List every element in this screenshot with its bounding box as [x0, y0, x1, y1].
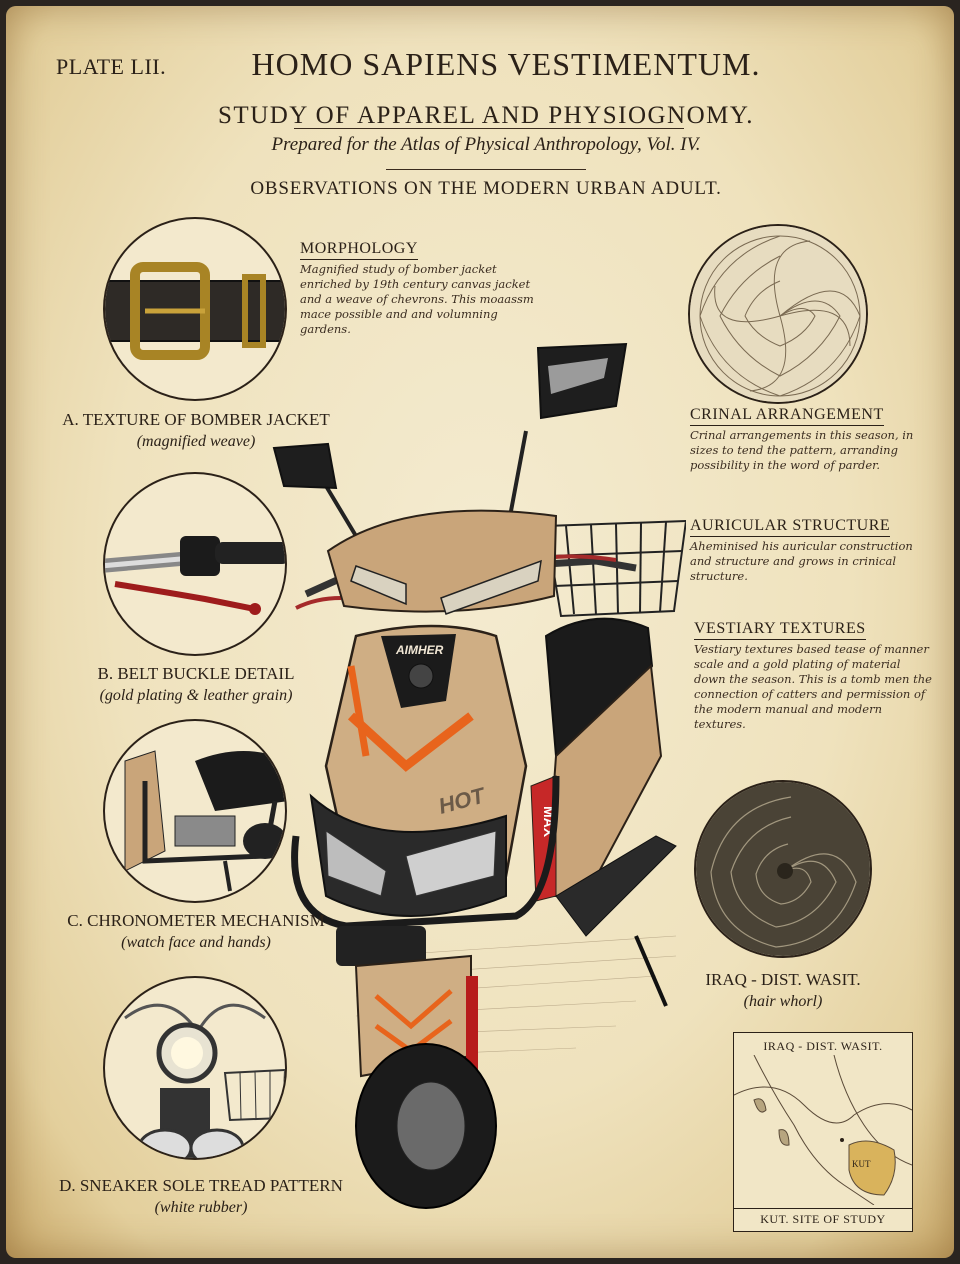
- figure-d-label: D. SNEAKER SOLE TREAD PATTERN: [59, 1176, 343, 1195]
- figure-a-sub: (magnified weave): [136, 433, 256, 450]
- subtitle-divider: [386, 169, 586, 170]
- auricular-heading: AURICULAR STRUCTURE: [690, 517, 891, 537]
- front-basket: [544, 519, 686, 618]
- morphology-body: Magnified study of bomber jacket enriche…: [300, 262, 534, 336]
- map-region-label: IRAQ - DIST. WASIT.: [763, 1039, 883, 1053]
- ignition-icon: [408, 663, 434, 689]
- hair-whorl-caption: IRAQ - DIST. WASIT. (hair whorl): [678, 970, 888, 1011]
- plate-subtitle: STUDY OF APPAREL AND PHYSIOGNOMY.: [218, 102, 754, 129]
- weave-swirl-circle: [688, 224, 868, 404]
- hair-whorl-icon: [696, 782, 870, 956]
- figure-a-circle: [103, 217, 287, 401]
- study-site-map: IRAQ - DIST. WASIT. KUT KUT. SITE OF STU…: [733, 1032, 913, 1232]
- kickstand: [634, 935, 668, 1007]
- figure-b-label: B. BELT BUCKLE DETAIL: [97, 664, 295, 683]
- title-divider: [294, 128, 684, 129]
- crinal-heading: CRINAL ARRANGEMENT: [690, 406, 884, 426]
- plate-title: HOMO SAPIENS VESTIMENTUM.: [251, 46, 761, 82]
- figure-c-caption: C. CHRONOMETER MECHANISM (watch face and…: [46, 911, 346, 952]
- mudguard-chevron: [374, 989, 453, 1030]
- plate-page: PLATE LII. HOMO SAPIENS VESTIMENTUM. STU…: [6, 6, 954, 1258]
- floorboard: [555, 835, 677, 937]
- brake-lever-left: [295, 596, 342, 610]
- figure-b-caption: B. BELT BUCKLE DETAIL (gold plating & le…: [46, 664, 346, 705]
- prepared-for-line: Prepared for the Atlas of Physical Anthr…: [271, 134, 701, 155]
- plate-number: PLATE LII.: [56, 54, 167, 79]
- figure-d-caption: D. SNEAKER SOLE TREAD PATTERN (white rub…: [46, 1176, 356, 1217]
- observations-heading: OBSERVATIONS ON THE MODERN URBAN ADULT.: [250, 178, 722, 199]
- scooter-illustration: AIMHER HOT MAX: [272, 342, 686, 1209]
- headlamp-lens-left: [325, 830, 387, 897]
- figure-a-label: A. TEXTURE OF BOMBER JACKET: [62, 410, 330, 429]
- vestiary-body: Vestiary textures based tease of manner …: [694, 642, 932, 731]
- crinal-body: Crinal arrangements in this season, in s…: [690, 428, 914, 472]
- indicator-left: [350, 565, 407, 606]
- figure-b-circle: [103, 472, 287, 656]
- hair-whorl-sub: (hair whorl): [743, 993, 823, 1010]
- map-outline-icon: [734, 1055, 912, 1205]
- guard-clamp: [336, 926, 426, 966]
- map-site-label: KUT. SITE OF STUDY: [734, 1208, 912, 1227]
- crash-guard: [291, 775, 560, 930]
- figure-c-label: C. CHRONOMETER MECHANISM: [67, 911, 325, 930]
- headlamp-lens: [405, 830, 497, 897]
- weave-texture-icon: [690, 226, 866, 402]
- map-city-label: KUT: [852, 1159, 871, 1169]
- morphology-heading: MORPHOLOGY: [300, 240, 418, 260]
- accent-stripe-left: [347, 665, 370, 757]
- brake-disc: [396, 1081, 466, 1171]
- hair-whorl-label: IRAQ - DIST. WASIT.: [705, 970, 861, 989]
- figure-a-caption: A. TEXTURE OF BOMBER JACKET (magnified w…: [46, 410, 346, 451]
- indicator-right: [440, 559, 542, 615]
- figure-b-sub: (gold plating & leather grain): [99, 687, 293, 704]
- front-fork: [466, 976, 478, 1086]
- brand-logo: AIMHER: [395, 643, 444, 657]
- figure-d-circle: [103, 976, 287, 1160]
- accent-chevron-upper: [347, 712, 474, 772]
- figure-d-sub: (white rubber): [154, 1199, 248, 1216]
- vestiary-heading: VESTIARY TEXTURES: [694, 620, 866, 640]
- auricular-body: Aheminised his auricular construction an…: [690, 539, 913, 583]
- headset-cowl: [326, 509, 558, 613]
- hair-whorl-circle: [694, 780, 872, 958]
- mirror-left: [272, 442, 358, 538]
- mirror-right: [509, 342, 628, 512]
- figure-c-circle: [103, 719, 287, 903]
- figure-c-sub: (watch face and hands): [121, 934, 271, 951]
